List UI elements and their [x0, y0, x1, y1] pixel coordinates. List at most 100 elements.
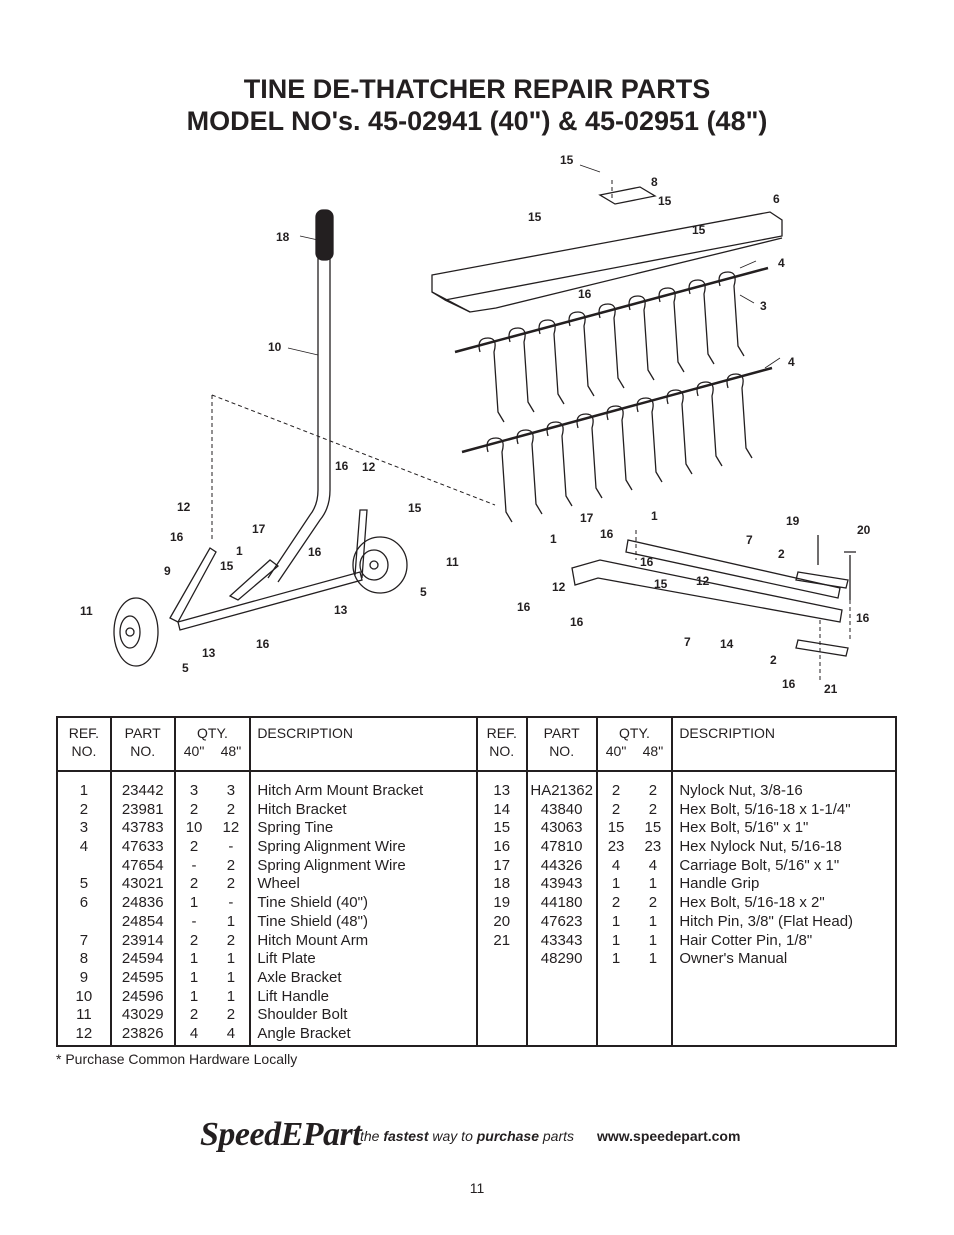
callout: 15	[220, 559, 234, 573]
table-cell: 2	[189, 931, 199, 949]
callout: 12	[552, 580, 566, 594]
hitch-bracket-upper	[795, 571, 849, 589]
table-cell: Hex Bolt, 5/16" x 1"	[679, 819, 809, 837]
col-desc-right: DESCRIPTION	[671, 716, 897, 772]
table-cell: 23442	[121, 782, 164, 799]
table-cell: 4	[79, 838, 89, 856]
table-cell: 15	[493, 819, 511, 837]
table-cell: 24854	[121, 912, 164, 930]
handle-grip	[315, 209, 334, 261]
col-ref-right: REF.NO.	[475, 716, 528, 772]
page-number: 11	[469, 1180, 485, 1196]
callout: 8	[651, 175, 658, 189]
table-cell: 4	[611, 856, 621, 874]
spring-alignment-wire-upper	[454, 266, 769, 354]
table-cell: 2	[189, 838, 199, 856]
table-cell: 12	[75, 1024, 93, 1042]
table-cell: 2	[611, 894, 621, 912]
callout: 21	[824, 682, 838, 696]
callout: 16	[517, 600, 531, 614]
table-cell: 1	[648, 950, 658, 968]
table-cell: 23914	[121, 931, 164, 949]
table-cell	[58, 857, 110, 876]
callout: 4	[788, 355, 795, 369]
table-cell: Hitch Pin, 3/8" (Flat Head)	[679, 912, 854, 930]
table-cell: Handle Grip	[679, 875, 760, 893]
table-cell: Hex Nylock Nut, 5/16-18	[679, 838, 842, 856]
table-cell: 10	[75, 987, 93, 1005]
table-cell: 10	[185, 819, 203, 837]
table-cell: 23	[607, 838, 625, 856]
table-cell: 23826	[121, 1024, 164, 1042]
table-cell: 3	[79, 819, 89, 837]
table-cell: 44326	[540, 856, 583, 874]
table-cell: 20	[493, 912, 511, 930]
callout: 16	[570, 615, 584, 629]
callout: 1	[236, 544, 243, 558]
table-cell: 2	[189, 875, 199, 893]
table-cell: 4	[189, 1024, 199, 1042]
callout: 15	[560, 153, 574, 167]
table-cell: 43783	[121, 819, 164, 837]
table-cell: Lift Plate	[257, 950, 316, 968]
tine-shield	[431, 211, 783, 301]
spring-tines-lower	[486, 373, 753, 523]
callout: 7	[746, 533, 753, 547]
table-cell: 2	[79, 800, 89, 818]
callout: 17	[252, 522, 266, 536]
callout: 1	[550, 532, 557, 546]
table-cell: 1	[611, 912, 621, 930]
table-cell: Carriage Bolt, 5/16" x 1"	[679, 856, 840, 874]
table-cell: 2	[189, 1006, 199, 1024]
callout: 12	[177, 500, 191, 514]
table-cell: Spring Tine	[257, 819, 334, 837]
table-cell: Hex Bolt, 5/16-18 x 1-1/4"	[679, 800, 851, 818]
table-cell: 7	[79, 931, 89, 949]
table-cell: 1	[226, 968, 236, 986]
col-qty-left: QTY.40"48"	[173, 716, 252, 772]
callout: 20	[857, 523, 871, 537]
table-cell: Wheel	[257, 875, 300, 893]
table-cell: 2	[226, 856, 236, 874]
table-cell: 24836	[121, 894, 164, 912]
table-cell: 1	[189, 894, 199, 912]
callout: 10	[268, 340, 282, 354]
col-ref-left: REF.NO.	[56, 716, 112, 772]
callout: 5	[420, 585, 427, 599]
table-cell: 3	[189, 782, 199, 799]
table-cell: 16	[493, 838, 511, 856]
table-cell: 47633	[121, 838, 164, 856]
table-cell: 24595	[121, 968, 164, 986]
table-cell: 2	[189, 800, 199, 818]
table-cell: Hitch Bracket	[257, 800, 347, 818]
table-cell: 43840	[540, 800, 583, 818]
tagline: the fastest way to purchase parts	[360, 1128, 575, 1144]
table-cell: Hex Bolt, 5/16-18 x 2"	[679, 894, 825, 912]
table-cell: 2	[611, 782, 621, 799]
callout: 16	[782, 677, 796, 691]
table-cell: 1	[611, 875, 621, 893]
table-cell: 1	[611, 931, 621, 949]
callout: 18	[276, 230, 290, 244]
hitch-pin	[844, 551, 856, 600]
table-cell: 1	[189, 968, 199, 986]
table-cell: 14	[493, 800, 511, 818]
table-cell: Shoulder Bolt	[257, 1006, 348, 1024]
lift-handle	[267, 258, 331, 583]
callout: 15	[408, 501, 422, 515]
table-cell: 6	[79, 894, 89, 912]
callout: 12	[362, 460, 376, 474]
table-cell: 2	[226, 800, 236, 818]
table-cell: 2	[648, 782, 658, 799]
table-cell: Lift Handle	[257, 987, 330, 1005]
table-cell: 23	[644, 838, 662, 856]
table-cell: 1	[226, 987, 236, 1005]
